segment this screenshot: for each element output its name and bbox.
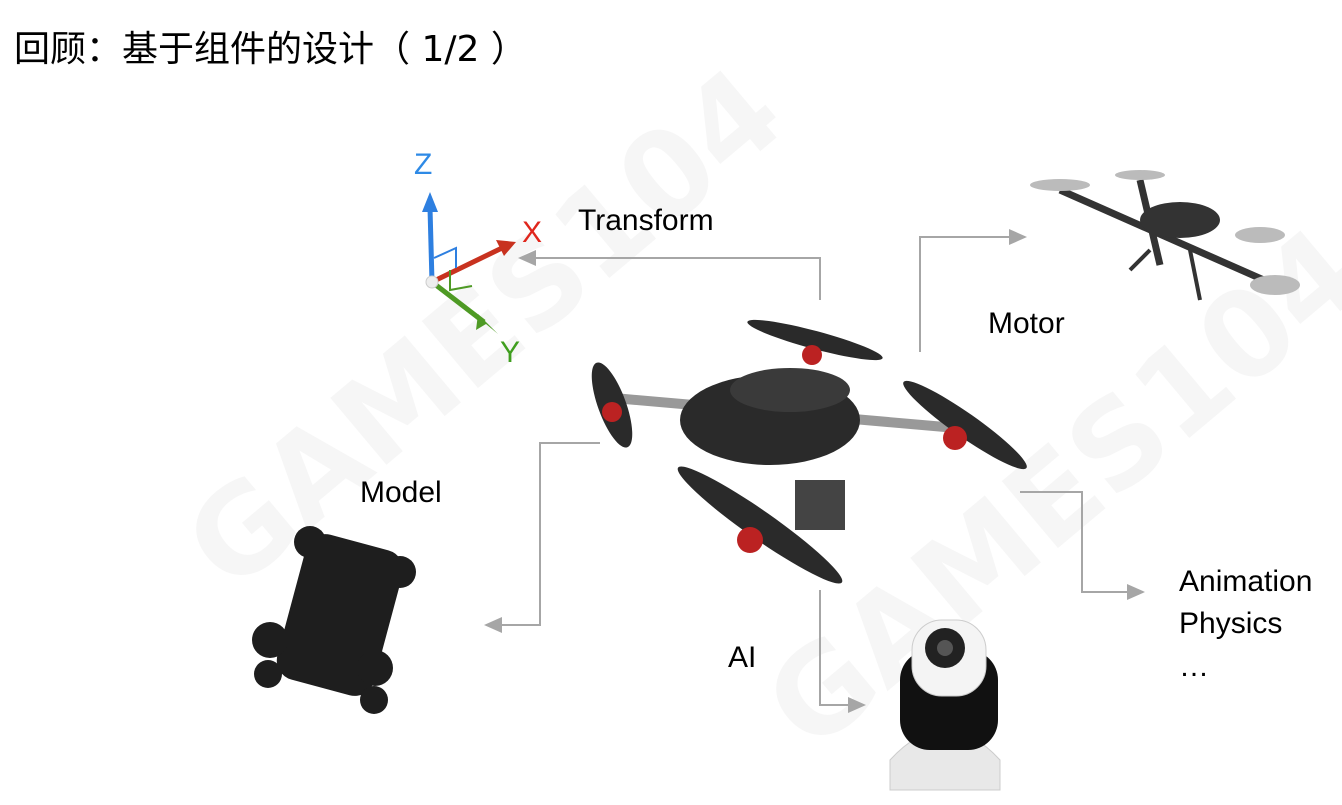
arrow-model bbox=[484, 442, 600, 633]
ellipsis-label: … bbox=[1179, 650, 1209, 683]
motor-drone-image bbox=[1030, 170, 1300, 301]
x-axis-label: X bbox=[522, 216, 543, 249]
model-drone-image bbox=[252, 526, 416, 714]
motor-label: Motor bbox=[988, 307, 1065, 340]
model-label: Model bbox=[360, 476, 442, 509]
transform-label: Transform bbox=[578, 204, 714, 237]
arrow-animation bbox=[1020, 491, 1145, 600]
arrow-motor bbox=[919, 229, 1027, 352]
arrow-ai bbox=[819, 590, 866, 713]
physics-label: Physics bbox=[1179, 607, 1283, 640]
camera-image bbox=[889, 619, 1001, 791]
arrow-transform bbox=[518, 250, 821, 300]
animation-label: Animation bbox=[1179, 565, 1313, 598]
y-axis-label: Y bbox=[500, 336, 521, 369]
z-axis-label: Z bbox=[414, 148, 433, 181]
drone-image bbox=[591, 319, 1027, 584]
ai-label: AI bbox=[728, 641, 757, 674]
axes-gizmo-icon bbox=[422, 192, 516, 334]
slide-title: 回顾：基于组件的设计（ 1/2 ） bbox=[14, 29, 527, 70]
